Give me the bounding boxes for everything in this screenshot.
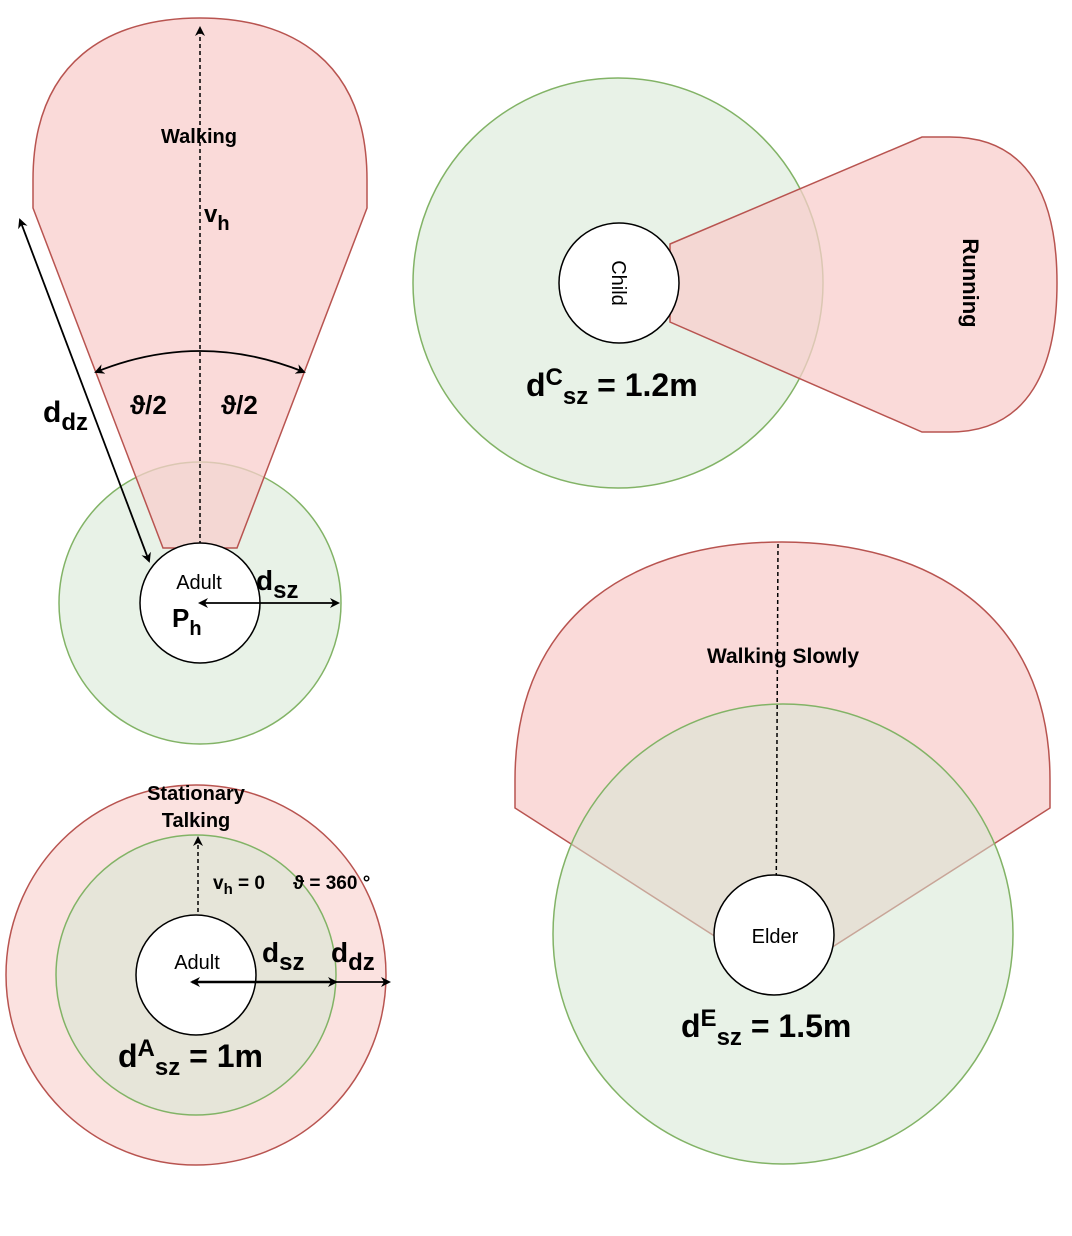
safety-distance-label: dsz — [256, 565, 298, 604]
stationary-adult-label: Adult — [174, 952, 220, 974]
half-angle-left-label: ϑ/2 — [130, 390, 167, 420]
stationary-adult-scenario: Stationary Talking vh = 0 ϑ = 360 ° Adul… — [5, 783, 391, 1166]
child-person-label: Child — [607, 260, 629, 306]
stationary-angle-label: ϑ = 360 ° — [293, 873, 370, 894]
adult-person-label: Adult — [176, 572, 222, 594]
elder-person-label: Elder — [752, 926, 799, 948]
talking-label: Talking — [162, 810, 231, 832]
danger-distance-label: ddz — [43, 396, 88, 436]
adult-safety-distance-label: dAsz = 1m — [118, 1035, 263, 1081]
stationary-danger-label: ddz — [331, 937, 375, 976]
child-safety-distance-label: dCsz = 1.2m — [526, 364, 698, 410]
velocity-label: vh — [204, 201, 230, 235]
walking-slowly-label: Walking Slowly — [707, 645, 859, 668]
walking-adult-scenario: Walking vh ϑ/2 ϑ/2 ddz Adult Ph dsz — [18, 17, 368, 745]
walking-slowly-elder-scenario: Walking Slowly Elder dEsz = 1.5m — [514, 541, 1051, 1165]
running-label: Running — [958, 238, 983, 327]
walking-label: Walking — [161, 126, 237, 148]
position-label: Ph — [172, 603, 202, 640]
running-child-scenario: Running Child dCsz = 1.2m — [412, 77, 1058, 489]
danger-distance-arrow — [18, 218, 151, 563]
stationary-velocity-label: vh = 0 — [213, 873, 265, 898]
running-danger-zone — [669, 136, 1058, 433]
stationary-safety-label: dsz — [262, 937, 304, 976]
stationary-adult-circle — [135, 914, 257, 1036]
child-person-circle — [558, 222, 680, 344]
elder-person-circle — [713, 874, 835, 996]
stationary-label: Stationary — [147, 783, 246, 805]
elder-safety-distance-label: dEsz = 1.5m — [681, 1005, 851, 1051]
half-angle-right-label: ϑ/2 — [221, 390, 258, 420]
elder-velocity-line — [775, 543, 779, 933]
